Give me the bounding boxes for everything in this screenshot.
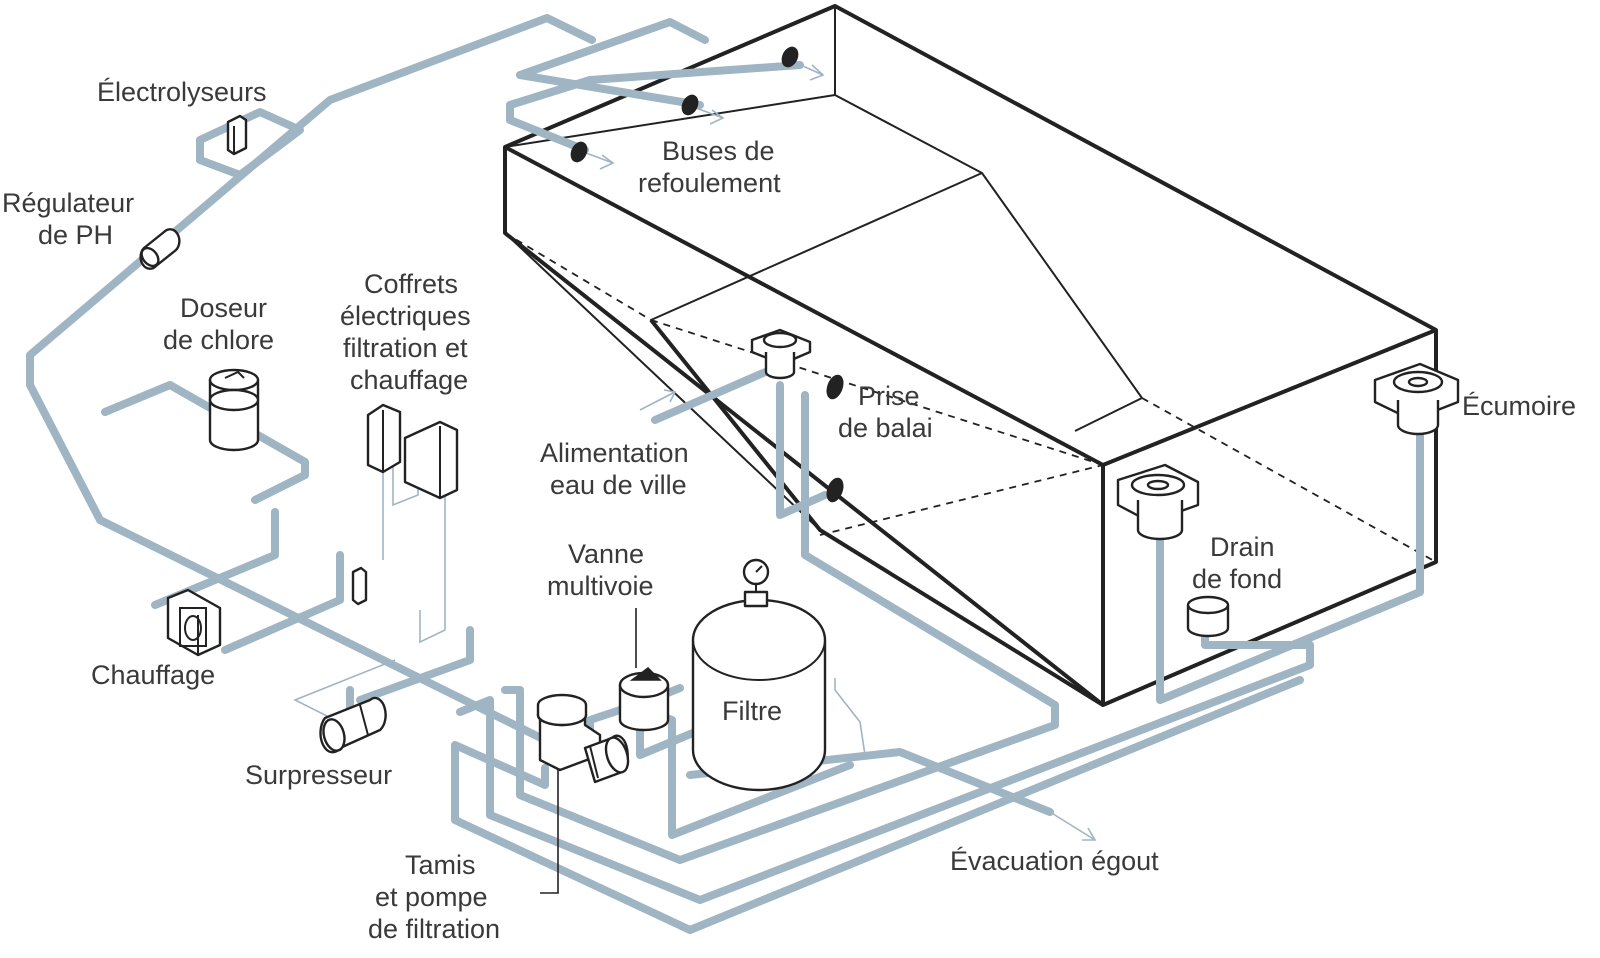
booster-pump-unit (319, 696, 387, 754)
pump-leader-line (540, 770, 559, 894)
label-vanne-2: multivoie (547, 571, 654, 601)
label-coffrets-2: électriques (340, 301, 471, 331)
ph-regulator-unit (139, 228, 181, 270)
electrical-panels (366, 403, 459, 500)
label-regulateur-2: de PH (38, 220, 113, 250)
electrolyseur-unit (226, 114, 248, 156)
label-ecumoire: Écumoire (1462, 391, 1576, 421)
label-electrolyseurs: Électrolyseurs (97, 77, 267, 107)
label-alimentation-1: Alimentation (540, 438, 689, 468)
vacuum-intakes (826, 374, 844, 503)
label-chauffage: Chauffage (91, 660, 215, 690)
pool-basin (503, 4, 1438, 707)
label-tamis-1: Tamis (405, 850, 476, 880)
label-prise-1: Prise (858, 381, 920, 411)
label-buses-2: refoulement (638, 168, 781, 198)
label-tamis-3: de filtration (368, 914, 500, 944)
label-filtre: Filtre (722, 696, 782, 726)
label-regulateur-1: Régulateur (2, 188, 134, 218)
skimmer-side (1373, 362, 1460, 436)
label-drain-1: Drain (1210, 532, 1275, 562)
heater-valve (351, 566, 368, 606)
wall-inlet-skimmer (750, 328, 812, 380)
label-surpresseur: Surpresseur (245, 760, 392, 790)
filtration-pump-unit (536, 693, 630, 784)
label-coffrets-1: Coffrets (364, 269, 458, 299)
return-nozzles (570, 46, 799, 163)
skimmer-front (1116, 463, 1200, 541)
main-drain-unit (1186, 595, 1230, 638)
sand-filter-unit (691, 558, 827, 792)
label-vanne-1: Vanne (568, 539, 644, 569)
label-doseur-2: de chlore (163, 325, 274, 355)
label-alimentation-2: eau de ville (550, 470, 687, 500)
heater-unit (166, 588, 222, 657)
label-doseur-1: Doseur (180, 293, 267, 323)
label-buses-1: Buses de (662, 136, 775, 166)
label-evacuation: Évacuation égout (950, 846, 1159, 876)
labels: Électrolyseurs Régulateur de PH Doseur d… (2, 77, 1576, 944)
label-tamis-2: et pompe (375, 882, 488, 912)
label-prise-2: de balai (838, 413, 933, 443)
label-coffrets-3: filtration et (343, 333, 468, 363)
label-drain-2: de fond (1192, 564, 1282, 594)
chlorine-dosing-unit (208, 368, 260, 452)
label-coffrets-4: chauffage (350, 365, 468, 395)
multiport-valve-unit (618, 608, 670, 732)
